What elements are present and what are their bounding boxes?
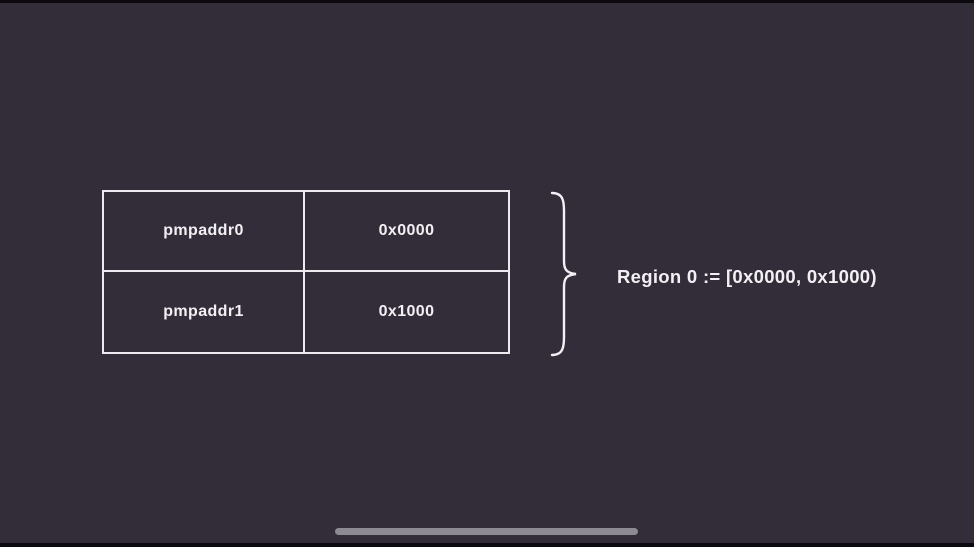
home-indicator-bar[interactable] (335, 528, 638, 535)
table-cell-register-1: pmpaddr1 (104, 272, 305, 352)
pmp-register-table: pmpaddr0 0x0000 pmpaddr1 0x1000 (102, 190, 510, 354)
letterbox-top (0, 0, 974, 3)
curly-brace-icon (550, 191, 577, 357)
region-annotation: Region 0 := [0x0000, 0x1000) (617, 266, 877, 287)
table-cell-register-0: pmpaddr0 (104, 192, 305, 272)
table-cell-value-1: 0x1000 (378, 303, 435, 320)
letterbox-bottom (0, 543, 974, 547)
table-cell-value-0: 0x0000 (305, 192, 508, 272)
